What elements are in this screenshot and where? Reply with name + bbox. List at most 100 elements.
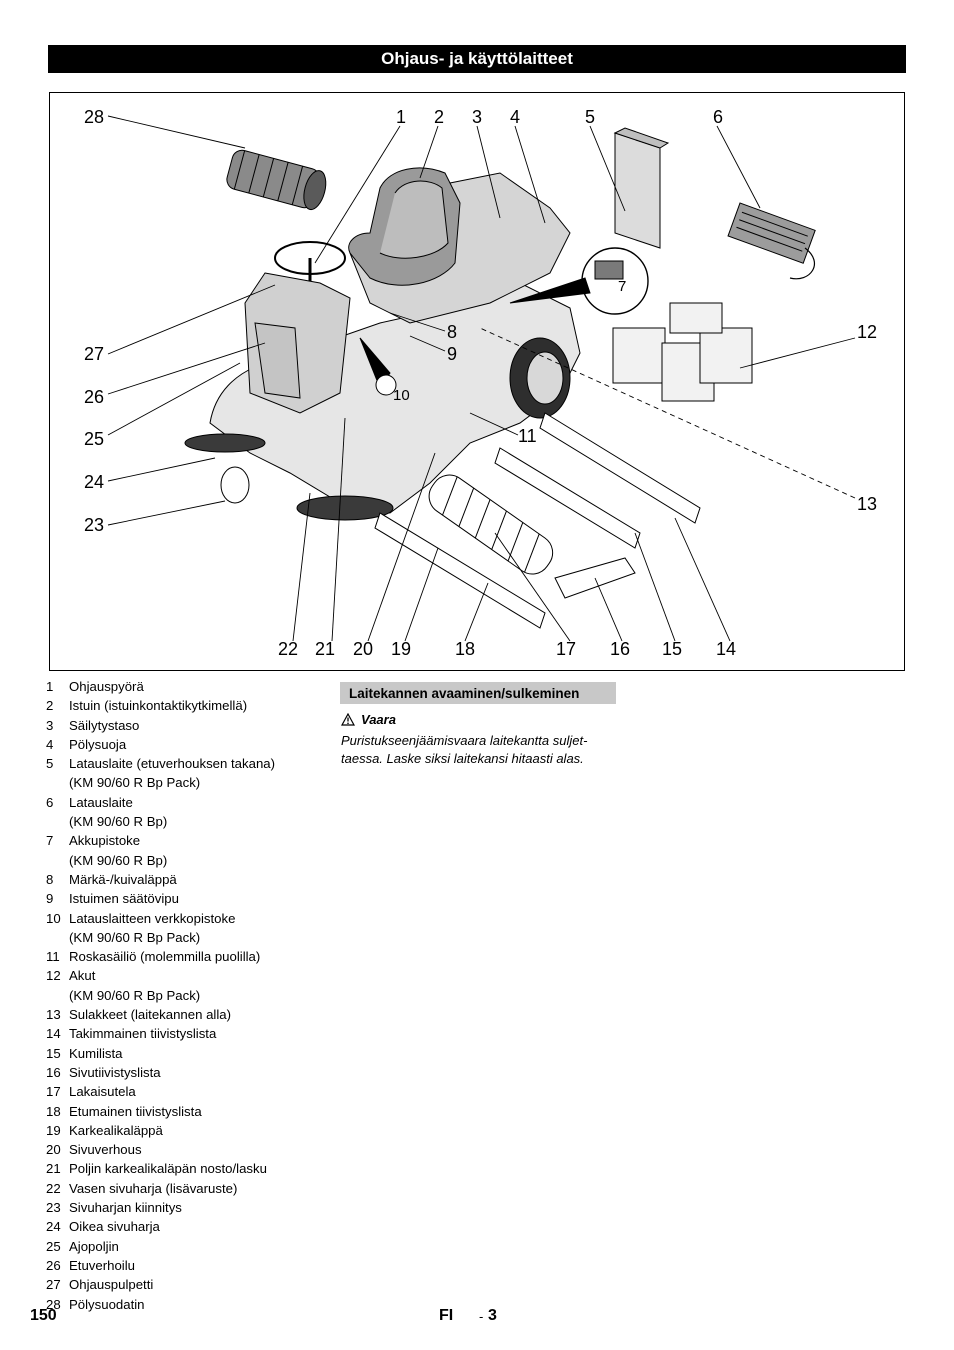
callout-5: 5 bbox=[585, 107, 595, 127]
footer-separator: - bbox=[479, 1309, 484, 1324]
callout-7: 7 bbox=[618, 278, 626, 295]
legend-number: 25 bbox=[46, 1238, 61, 1254]
legend-number bbox=[46, 812, 69, 831]
battery-plug-detail bbox=[581, 247, 649, 315]
legend-number: 9 bbox=[46, 891, 54, 907]
legend-number: 23 bbox=[46, 1200, 61, 1216]
legend-number bbox=[46, 986, 69, 1005]
legend-item: 21 Poljin karkealikaläpän nosto/lasku bbox=[46, 1159, 326, 1178]
legend-number: 28 bbox=[46, 1296, 61, 1312]
legend-text: Sivuharjan kiinnitys bbox=[69, 1200, 182, 1216]
section-heading: Laitekannen avaaminen/sulkeminen bbox=[340, 682, 616, 704]
legend-item: 11 Roskasäiliö (molemmilla puolilla) bbox=[46, 947, 326, 966]
rear-seal-strip bbox=[539, 412, 701, 524]
footer-language: FI bbox=[439, 1307, 454, 1324]
legend-text: Latauslaite (etuverhouksen takana) bbox=[69, 756, 276, 772]
legend-item: 27 Ohjauspulpetti bbox=[46, 1275, 326, 1294]
legend-item: 6 Latauslaite bbox=[46, 793, 326, 812]
legend-number: 3 bbox=[46, 717, 54, 733]
legend-text: Latauslaitteen verkkopistoke bbox=[69, 910, 236, 926]
legend-number: 8 bbox=[46, 871, 54, 887]
callout-22: 22 bbox=[278, 639, 298, 659]
callout-2: 2 bbox=[434, 107, 444, 127]
charger-5-shape bbox=[614, 132, 661, 249]
legend-text: Kumilista bbox=[69, 1045, 123, 1061]
legend-text: Ohjauspulpetti bbox=[69, 1277, 154, 1293]
callout-23: 23 bbox=[84, 515, 104, 535]
legend-number: 12 bbox=[46, 968, 61, 984]
legend-number: 2 bbox=[46, 698, 54, 714]
legend-text: Pölysuodatin bbox=[69, 1296, 145, 1312]
callout-17: 17 bbox=[556, 639, 576, 659]
legend-text: Ohjauspyörä bbox=[69, 679, 144, 694]
legend-text: Sivuverhous bbox=[69, 1142, 142, 1158]
callout-25: 25 bbox=[84, 429, 104, 449]
legend-text: Sivutiivistyslista bbox=[69, 1064, 161, 1080]
legend-number bbox=[46, 773, 69, 792]
legend-item: 15 Kumilista bbox=[46, 1044, 326, 1063]
legend-number: 4 bbox=[46, 736, 54, 752]
legend-text: Oikea sivuharja bbox=[69, 1219, 160, 1235]
legend-number: 19 bbox=[46, 1122, 61, 1138]
legend-text: Karkealikaläppä bbox=[69, 1122, 163, 1138]
legend-text: Etuverhoilu bbox=[69, 1257, 135, 1273]
warning-label: Vaara bbox=[341, 712, 396, 727]
legend-text: Latauslaite bbox=[69, 794, 133, 810]
legend-item: 26 Etuverhoilu bbox=[46, 1256, 326, 1275]
legend-text: Etumainen tiivistyslista bbox=[69, 1103, 202, 1119]
legend-item: (KM 90/60 R Bp Pack) bbox=[46, 986, 326, 1005]
legend-item: (KM 90/60 R Bp Pack) bbox=[46, 773, 326, 792]
callout-13: 13 bbox=[857, 494, 877, 514]
legend-number: 7 bbox=[46, 833, 54, 849]
roller-brush-shape bbox=[428, 474, 554, 575]
footer-section-number: 3 bbox=[488, 1307, 497, 1324]
legend-text: Ajopoljin bbox=[69, 1238, 119, 1254]
legend-number: 1 bbox=[46, 679, 54, 694]
callout-20: 20 bbox=[353, 639, 373, 659]
legend-number: 27 bbox=[46, 1277, 61, 1293]
legend-text: Märkä-/kuivaläppä bbox=[69, 871, 177, 887]
front-seal-strip bbox=[374, 512, 546, 629]
legend-item: 1 Ohjauspyörä bbox=[46, 677, 326, 696]
callout-1: 1 bbox=[396, 107, 406, 127]
warning-text: Puristukseenjäämisvaara laitekantta sulj… bbox=[341, 733, 588, 766]
page-title: Ohjaus- ja käyttölaitteet bbox=[48, 45, 906, 73]
legend-text: Lakaisutela bbox=[69, 1084, 136, 1100]
callout-21: 21 bbox=[315, 639, 335, 659]
callout-10: 10 bbox=[393, 387, 410, 404]
legend-text: (KM 90/60 R Bp) bbox=[69, 852, 168, 868]
callout-3: 3 bbox=[472, 107, 482, 127]
legend-number: 21 bbox=[46, 1161, 61, 1177]
legend-item: 23 Sivuharjan kiinnitys bbox=[46, 1198, 326, 1217]
legend-text: Poljin karkealikaläpän nosto/lasku bbox=[69, 1161, 267, 1177]
legend-number: 22 bbox=[46, 1180, 61, 1196]
legend-text: Sulakkeet (laitekannen alla) bbox=[69, 1007, 232, 1023]
legend-text: Akut bbox=[69, 968, 96, 984]
legend-text: (KM 90/60 R Bp Pack) bbox=[69, 929, 201, 945]
legend-number: 26 bbox=[46, 1257, 61, 1273]
legend-number bbox=[46, 851, 69, 870]
legend-text: Roskasäiliö (molemmilla puolilla) bbox=[69, 949, 261, 965]
side-broom-right bbox=[184, 433, 266, 453]
callout-18: 18 bbox=[455, 639, 475, 659]
legend-text: (KM 90/60 R Bp) bbox=[69, 814, 168, 830]
callout-19: 19 bbox=[391, 639, 411, 659]
legend-text: Akkupistoke bbox=[69, 833, 141, 849]
leader-lines bbox=[107, 115, 856, 642]
legend-number: 6 bbox=[46, 794, 54, 810]
legend-number: 15 bbox=[46, 1045, 61, 1061]
legend-number: 11 bbox=[46, 949, 60, 965]
legend-item: 12 Akut bbox=[46, 966, 326, 985]
